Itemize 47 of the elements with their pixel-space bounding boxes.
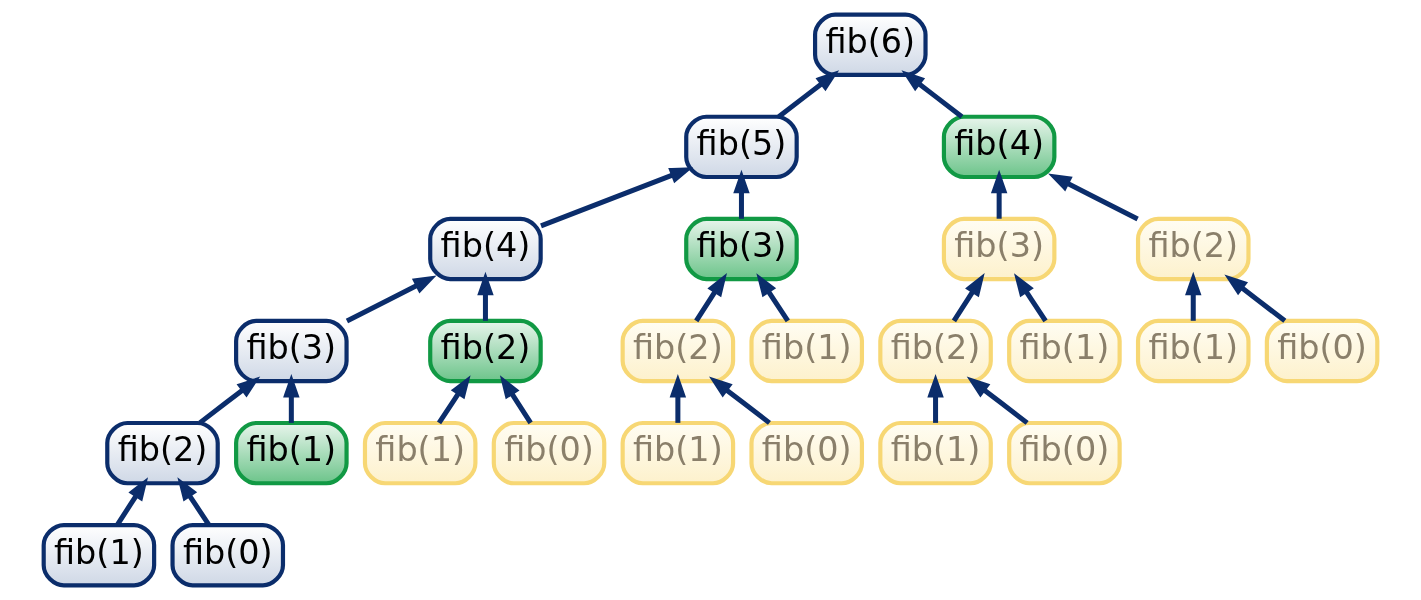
arrow bbox=[990, 169, 1008, 219]
node-box: fib(5) bbox=[684, 114, 799, 180]
node-box: fib(1) bbox=[1007, 318, 1122, 384]
node-box: fib(3) bbox=[941, 216, 1057, 282]
node-box: fib(0) bbox=[170, 522, 286, 588]
node-box: fib(4) bbox=[941, 114, 1057, 180]
arrow bbox=[1048, 173, 1139, 222]
node-box: fib(1) bbox=[41, 522, 157, 588]
node-box: fib(2) bbox=[428, 318, 543, 384]
node-box: fib(1) bbox=[1135, 318, 1251, 384]
arrow bbox=[927, 373, 944, 423]
arrow bbox=[709, 376, 771, 425]
arrow bbox=[1185, 271, 1202, 321]
node-box: fib(3) bbox=[684, 216, 799, 282]
arrow bbox=[436, 375, 471, 425]
arrow bbox=[901, 70, 964, 119]
arrow bbox=[477, 271, 494, 321]
node-box: fib(1) bbox=[362, 420, 478, 486]
arrow bbox=[1014, 273, 1048, 323]
arrow bbox=[1224, 274, 1287, 323]
node-box: fib(0) bbox=[491, 420, 607, 486]
arrow bbox=[540, 167, 694, 229]
node-box: fib(0) bbox=[1264, 318, 1380, 384]
node-box: fib(1) bbox=[620, 420, 736, 486]
node-box: fib(2) bbox=[620, 318, 736, 384]
arrow bbox=[283, 373, 300, 423]
node-box: fib(0) bbox=[1007, 420, 1122, 486]
node-box: fib(2) bbox=[878, 318, 993, 384]
arrow bbox=[499, 375, 533, 425]
node-box: fib(4) bbox=[428, 216, 543, 282]
arrow bbox=[966, 376, 1029, 425]
arrow bbox=[198, 376, 261, 425]
node-box: fib(1) bbox=[878, 420, 993, 486]
node-box: fib(6) bbox=[813, 12, 928, 78]
node-box: fib(3) bbox=[234, 318, 349, 384]
node-box: fib(2) bbox=[1135, 216, 1251, 282]
arrow bbox=[951, 273, 985, 323]
arrow bbox=[733, 169, 750, 219]
node-box: fib(0) bbox=[749, 420, 864, 486]
arrow bbox=[694, 273, 727, 323]
node-box: fib(1) bbox=[234, 420, 349, 486]
node-box: fib(2) bbox=[105, 420, 220, 486]
arrow bbox=[777, 70, 840, 119]
arrow bbox=[669, 373, 687, 423]
node-box: fib(1) bbox=[749, 318, 864, 384]
arrow bbox=[345, 275, 437, 324]
arrow bbox=[756, 273, 790, 323]
